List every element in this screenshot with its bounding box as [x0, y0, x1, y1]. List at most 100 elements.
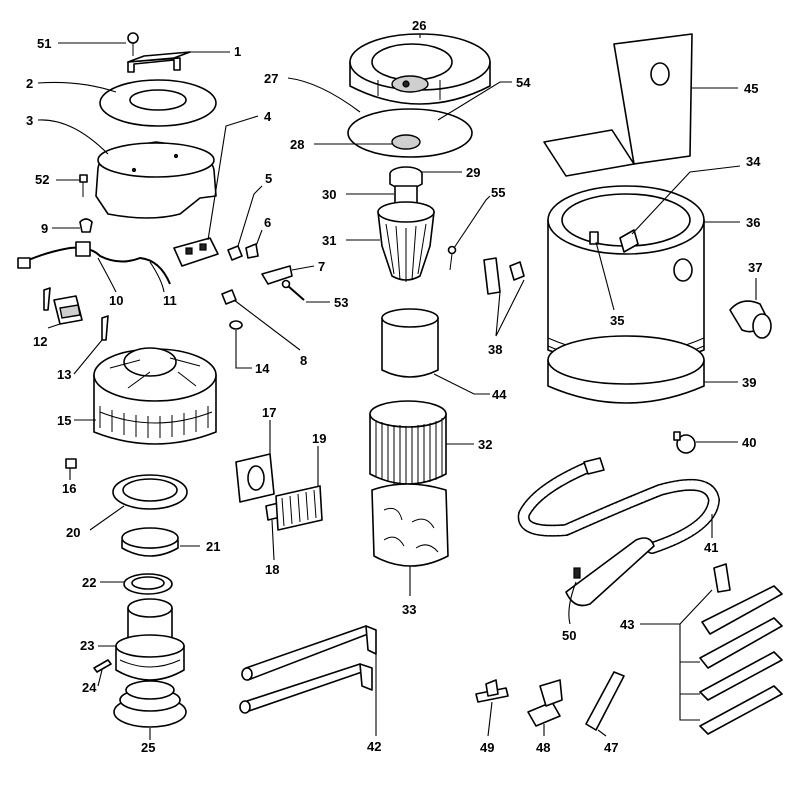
leader-lines [37, 34, 757, 740]
label-29: 29 [466, 165, 480, 180]
part-41-hose [517, 457, 721, 554]
label-9: 9 [41, 221, 48, 236]
label-24: 24 [82, 680, 97, 695]
part-33-dust-bag [371, 483, 449, 567]
part-51-screw [127, 32, 139, 56]
part-10-cable [17, 241, 171, 285]
label-26: 26 [412, 18, 426, 33]
label-51: 51 [37, 36, 51, 51]
part-44-filter-sleeve [381, 308, 439, 378]
part-7-holder [261, 265, 293, 285]
part-16-clip [65, 458, 77, 469]
label-15: 15 [57, 413, 71, 428]
label-53: 53 [334, 295, 348, 310]
label-35: 35 [610, 313, 624, 328]
label-49: 49 [480, 740, 494, 755]
label-21: 21 [206, 539, 220, 554]
label-18: 18 [265, 562, 279, 577]
label-50: 50 [562, 628, 576, 643]
part-14-plug [229, 320, 243, 330]
part-37-elbow [729, 300, 772, 339]
part-4-switch [173, 237, 219, 267]
label-22: 22 [82, 575, 96, 590]
part-17-frame [235, 453, 275, 503]
label-5: 5 [265, 171, 272, 186]
part-24-carbon-brush [93, 659, 112, 673]
label-33: 33 [402, 602, 416, 617]
part-52-screw [79, 174, 88, 197]
label-11: 11 [163, 293, 177, 308]
label-20: 20 [66, 525, 80, 540]
label-44: 44 [492, 387, 507, 402]
part-49-upholstery-nozzle [475, 679, 509, 703]
part-21-clamp-ring [121, 527, 179, 557]
part-27-gasket-plate [347, 108, 473, 158]
part-26-upper-housing [349, 33, 491, 105]
label-54: 54 [516, 75, 531, 90]
label-25: 25 [141, 740, 155, 755]
label-47: 47 [604, 740, 618, 755]
label-10: 10 [109, 293, 123, 308]
part-55-screw [447, 245, 457, 271]
label-41: 41 [704, 540, 718, 555]
part-8-button [221, 289, 237, 305]
part-47-crevice-tool [585, 671, 625, 731]
part-6-rocker [245, 243, 259, 259]
label-4: 4 [264, 109, 272, 124]
part-15-fan-housing [93, 347, 217, 445]
label-17: 17 [262, 405, 276, 420]
label-40: 40 [742, 435, 756, 450]
label-1: 1 [234, 44, 241, 59]
part-43-floor-nozzles [699, 563, 783, 735]
label-13: 13 [57, 367, 71, 382]
part-38-clips [483, 257, 525, 295]
label-38: 38 [488, 342, 502, 357]
label-2: 2 [26, 76, 33, 91]
label-30: 30 [322, 187, 336, 202]
label-32: 32 [478, 437, 492, 452]
label-23: 23 [80, 638, 94, 653]
part-40-knob [673, 431, 696, 454]
label-34: 34 [746, 154, 761, 169]
label-3: 3 [26, 113, 33, 128]
part-48-brush-nozzle [527, 679, 563, 727]
label-55: 55 [491, 185, 505, 200]
label-39: 39 [742, 375, 756, 390]
part-39-base [547, 335, 705, 404]
part-19-filter [275, 485, 323, 531]
part-31-float-cage [377, 201, 435, 282]
part-20-seal-ring [112, 474, 188, 510]
label-52: 52 [35, 172, 49, 187]
label-36: 36 [746, 215, 760, 230]
label-27: 27 [264, 71, 278, 86]
part-12-bracket [43, 287, 83, 325]
part-9-clamp [79, 218, 93, 233]
part-42-extension-tubes [239, 625, 377, 714]
part-25-base-ring [113, 680, 187, 728]
label-7: 7 [318, 259, 325, 274]
label-45: 45 [744, 81, 758, 96]
label-14: 14 [255, 361, 270, 376]
label-12: 12 [33, 334, 47, 349]
part-2-ring [99, 79, 217, 127]
label-48: 48 [536, 740, 550, 755]
label-37: 37 [748, 260, 762, 275]
part-5-rocker [227, 245, 243, 261]
part-labels: 51 1 2 3 52 9 10 11 12 13 15 14 16 20 21… [26, 18, 762, 755]
part-23-motor [115, 598, 185, 681]
part-28-plug [391, 134, 421, 150]
label-42: 42 [367, 739, 381, 754]
part-34-bracket [619, 229, 639, 253]
part-1-handle [127, 51, 191, 73]
part-50-handle-grip [565, 537, 655, 607]
label-43: 43 [620, 617, 634, 632]
part-3-cover [95, 141, 217, 219]
part-53-screw [281, 279, 305, 301]
part-45-bag-holder [543, 33, 693, 177]
part-35-stud [589, 231, 599, 245]
part-22-gasket [123, 573, 173, 595]
label-16: 16 [62, 481, 76, 496]
label-8: 8 [300, 353, 307, 368]
label-31: 31 [322, 233, 336, 248]
